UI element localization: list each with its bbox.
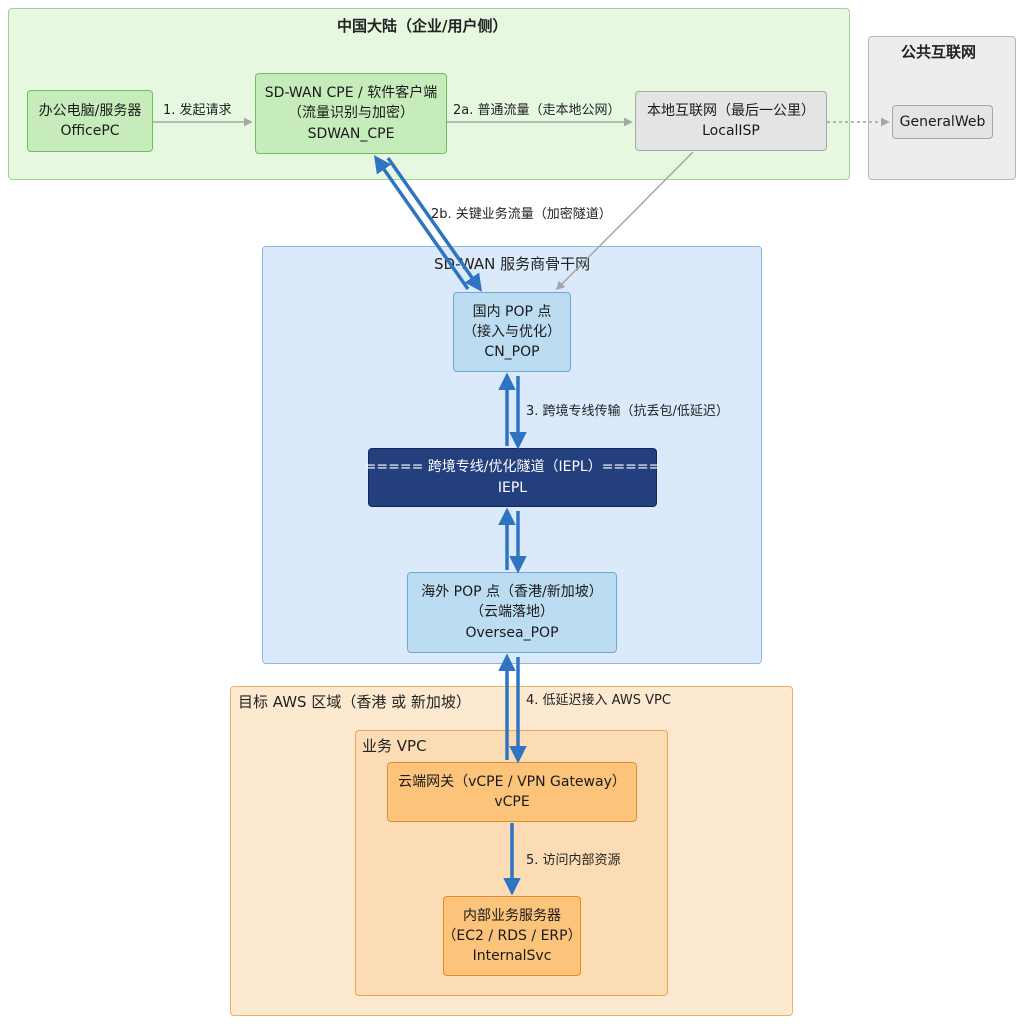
localisp-label: 本地互联网（最后一公里） [647,102,815,119]
generalweb-id: GeneralWeb [899,113,986,130]
vpc-group-title: 业务 VPC [362,737,427,755]
vcpe-node[interactable]: 云端网关（vCPE / VPN Gateway） vCPE [387,762,637,822]
localisp-node[interactable]: 本地互联网（最后一公里） LocalISP [635,91,827,151]
sdwan-group-title: SD-WAN 服务商骨干网 [434,255,591,273]
sdwan-cpe-label: SD-WAN CPE / 软件客户端 [264,85,438,102]
localisp-id: LocalISP [702,123,760,139]
edge-label-2b: 2b. 关键业务流量（加密隧道） [431,207,612,222]
iepl-node[interactable]: ===== 跨境专线/优化隧道（IEPL）===== IEPL [365,448,660,507]
iepl-label: ===== 跨境专线/优化隧道（IEPL）===== [364,459,661,476]
sdwan-cpe-id: SDWAN_CPE [307,125,395,142]
internalsvc-sublabel: （EC2 / RDS / ERP） [442,927,582,944]
public-internet-group-title: 公共互联网 [901,43,977,61]
internalsvc-label: 内部业务服务器 [463,907,561,924]
vcpe-id: vCPE [494,794,530,810]
iepl-id: IEPL [497,479,528,496]
cn-pop-node[interactable]: 国内 POP 点 （接入与优化） CN_POP [453,292,571,372]
generalweb-node[interactable]: GeneralWeb [892,105,993,139]
sdwan-cpe-node[interactable]: SD-WAN CPE / 软件客户端 （流量识别与加密） SDWAN_CPE [255,73,447,154]
edge-label-1: 1. 发起请求 [163,103,232,118]
edge-label-4: 4. 低延迟接入 AWS VPC [526,693,671,708]
cn-pop-label: 国内 POP 点 [472,303,552,320]
cn-pop-id: CN_POP [484,344,540,361]
officepc-id: OfficePC [60,123,120,139]
sdwan-cpe-sublabel: （流量识别与加密） [288,105,414,122]
internalsvc-id: InternalSvc [472,948,552,965]
officepc-node[interactable]: 办公电脑/服务器 OfficePC [27,90,153,152]
china-group-title: 中国大陆（企业/用户侧） [337,17,508,35]
officepc-label: 办公电脑/服务器 [38,102,142,119]
aws-group-title: 目标 AWS 区域（香港 或 新加坡） [238,693,471,711]
vcpe-label: 云端网关（vCPE / VPN Gateway） [398,773,626,790]
edge-label-2a: 2a. 普通流量（走本地公网） [453,103,621,118]
oversea-pop-id: Oversea_POP [465,624,559,641]
oversea-pop-node[interactable]: 海外 POP 点（香港/新加坡） （云端落地） Oversea_POP [407,572,617,653]
oversea-pop-label: 海外 POP 点（香港/新加坡） [421,584,603,601]
oversea-pop-sublabel: （云端落地） [470,604,554,621]
edge-label-5: 5. 访问内部资源 [526,853,621,868]
cn-pop-sublabel: （接入与优化） [463,323,561,340]
internalsvc-node[interactable]: 内部业务服务器 （EC2 / RDS / ERP） InternalSvc [442,896,582,976]
edge-label-3: 3. 跨境专线传输（抗丢包/低延迟） [526,404,729,419]
